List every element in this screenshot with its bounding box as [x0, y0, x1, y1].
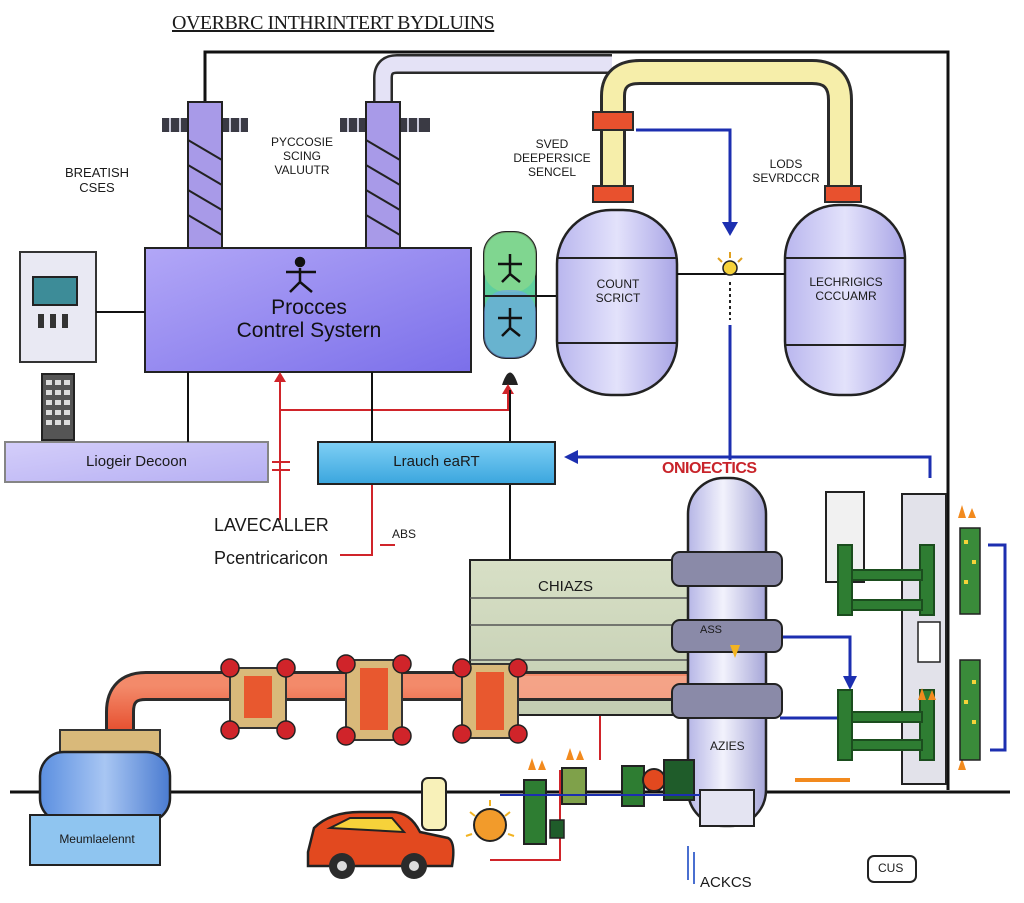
bottom-stems	[687, 846, 695, 884]
capsule-controller	[483, 231, 557, 385]
lower-left-box-label: Liogeir Decoon	[86, 453, 187, 470]
equipment-block-label: CHIAZS	[538, 578, 594, 595]
bottom-right-tag	[867, 855, 917, 883]
column-tag-1: ASS	[700, 624, 723, 636]
bottom-center-equipment	[421, 748, 700, 845]
keypad-icon	[41, 373, 75, 441]
red-pipe	[105, 671, 700, 740]
lower-mid-box-label: Lrauch eaRT	[393, 453, 480, 470]
process-control-panel	[144, 247, 472, 373]
bottom-left-tank-label: Meumlaelennt	[59, 832, 135, 846]
left-tank	[555, 208, 679, 397]
pipe-valve-1	[220, 658, 296, 740]
laveller-label: LAVECALLER	[214, 515, 329, 535]
column-tag-2: AZIES	[710, 739, 745, 753]
right-instrument-rack	[795, 491, 981, 785]
top-pipes	[373, 54, 862, 203]
lower-left-box	[4, 441, 269, 483]
bottom-left-blue-tank	[29, 729, 172, 866]
left-controller-device	[19, 251, 145, 363]
pipe-valve-3	[452, 658, 528, 744]
lower-mid-box	[317, 441, 556, 485]
pipe-valve-2	[336, 654, 412, 746]
sun-indicator-icon	[717, 252, 743, 320]
left-twisted-column	[162, 101, 248, 249]
small-tag-label: ABS	[392, 527, 417, 541]
pcentrication-label: Pcentricaricon	[214, 548, 329, 568]
right-twisted-column	[340, 101, 430, 249]
bottom-right-label: CUS	[878, 861, 904, 875]
outer-frame	[10, 50, 1010, 794]
person-icon	[286, 256, 316, 293]
diagram-title: OVERBRC INTHRINTERT BYDLUINS	[172, 12, 495, 34]
right-tank	[783, 203, 907, 397]
red-status-label: ONIOECTICS	[662, 460, 757, 477]
bottom-center-label: ACKCS	[700, 874, 752, 891]
central-column	[671, 476, 783, 828]
car-icon	[306, 810, 455, 879]
blue-signal-wires	[470, 128, 1007, 752]
